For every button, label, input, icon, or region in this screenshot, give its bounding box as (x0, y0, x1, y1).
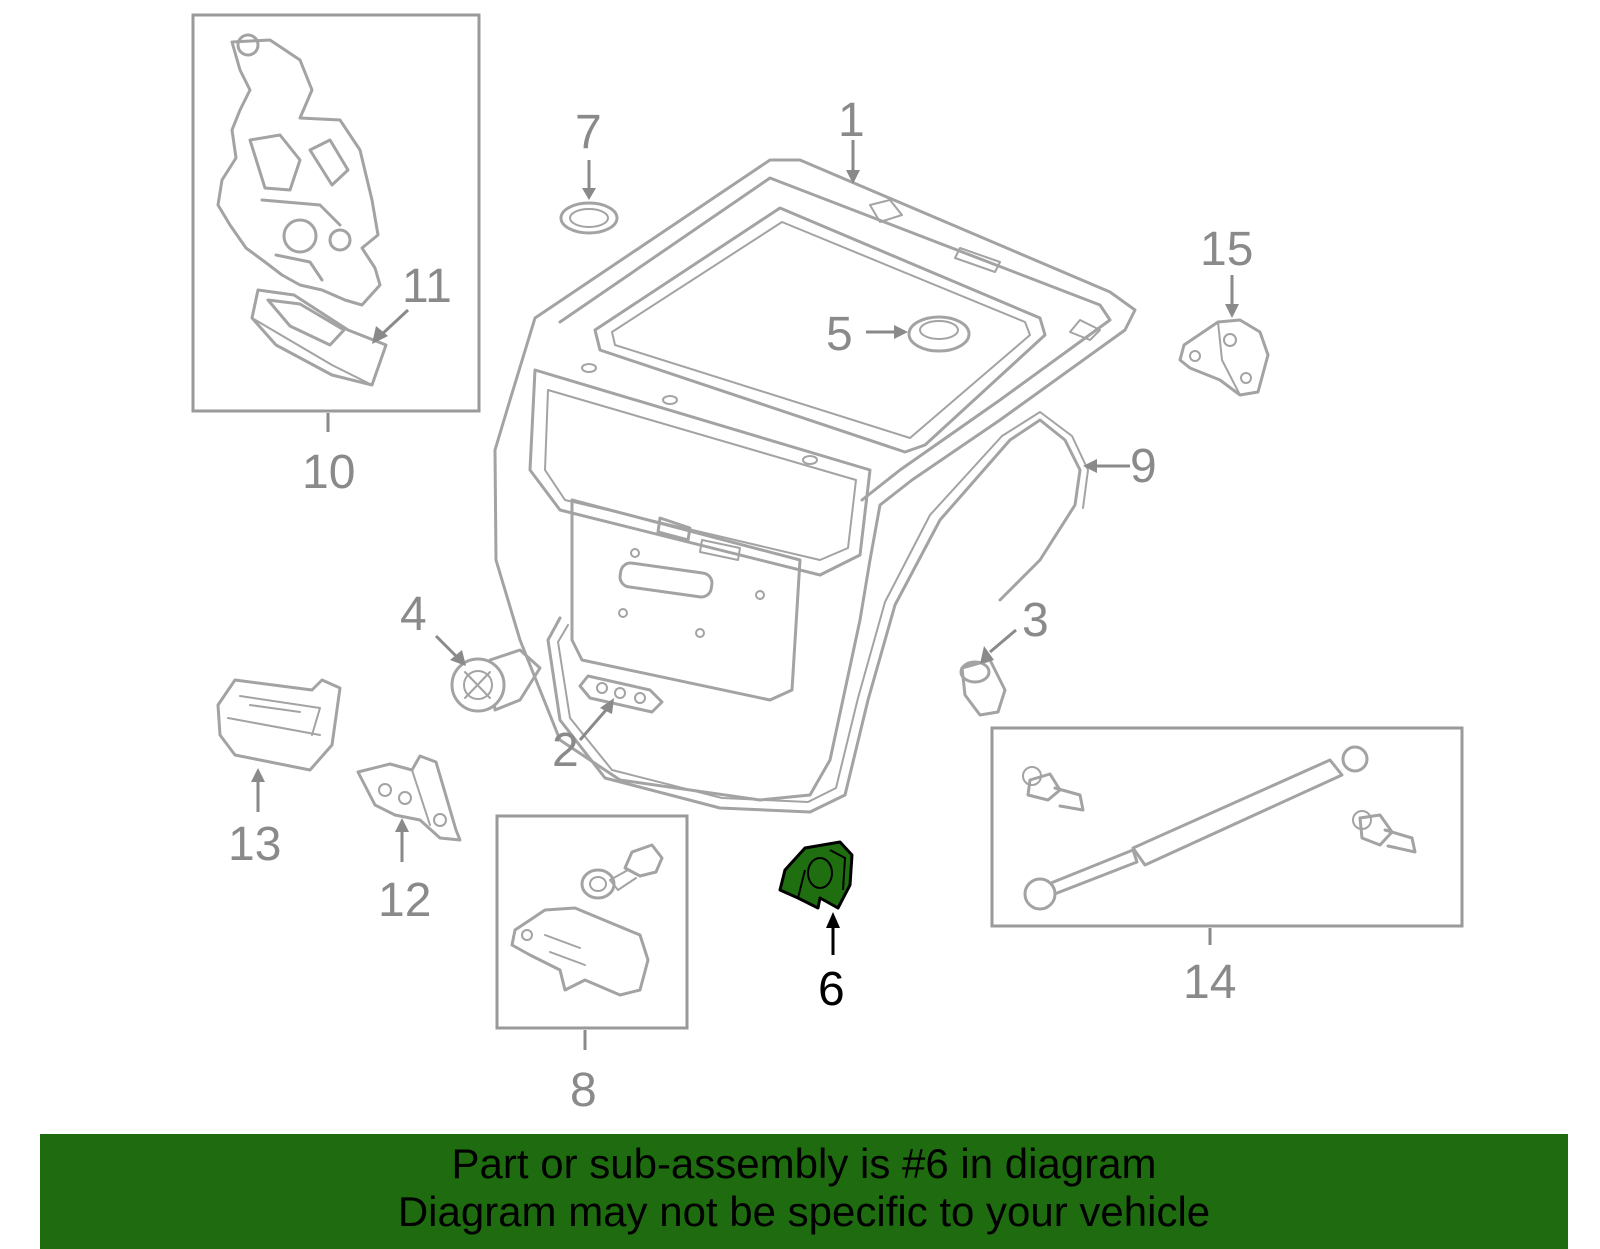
grommet-7 (559, 201, 619, 235)
callout-6: 6 (818, 963, 845, 1016)
callout-4: 4 (400, 588, 427, 641)
tailgate-drawing (493, 158, 1137, 802)
bracket-2 (578, 674, 664, 714)
bumper-3 (959, 658, 1007, 717)
banner-line-2: Diagram may not be specific to your vehi… (397, 1188, 1211, 1235)
info-banner: Part or sub-assembly is #6 in diagram Di… (40, 1134, 1568, 1249)
box-10 (191, 13, 481, 413)
callout-5: 5 (826, 308, 853, 361)
part-6-highlighted[interactable] (778, 840, 854, 910)
callout-11: 11 (402, 260, 452, 313)
latch-assembly-drawing (216, 33, 388, 387)
callout-15: 15 (1200, 223, 1253, 276)
weatherstrip-9 (546, 418, 1082, 814)
callout-13: 13 (228, 818, 281, 871)
plug-5 (907, 315, 971, 353)
banner-line-1: Part or sub-assembly is #6 in diagram (451, 1140, 1157, 1187)
hinge-bracket-15 (1178, 318, 1270, 397)
callout-3: 3 (1022, 594, 1049, 647)
leader-11 (378, 308, 410, 338)
callout-9: 9 (1130, 440, 1157, 493)
callout-8: 8 (570, 1064, 597, 1117)
box-8 (495, 814, 689, 1030)
callout-14: 14 (1183, 956, 1236, 1009)
callout-1: 1 (838, 94, 865, 147)
box-14 (990, 726, 1464, 928)
handle-13 (216, 678, 342, 772)
callout-10: 10 (302, 446, 355, 499)
hinge-assembly-8 (510, 843, 664, 997)
hinge-12 (356, 754, 462, 842)
callout-7: 7 (575, 106, 602, 159)
callout-12: 12 (378, 874, 431, 927)
callout-2: 2 (552, 724, 579, 777)
bumper-4 (450, 648, 542, 713)
gas-strut-14 (1022, 745, 1417, 911)
